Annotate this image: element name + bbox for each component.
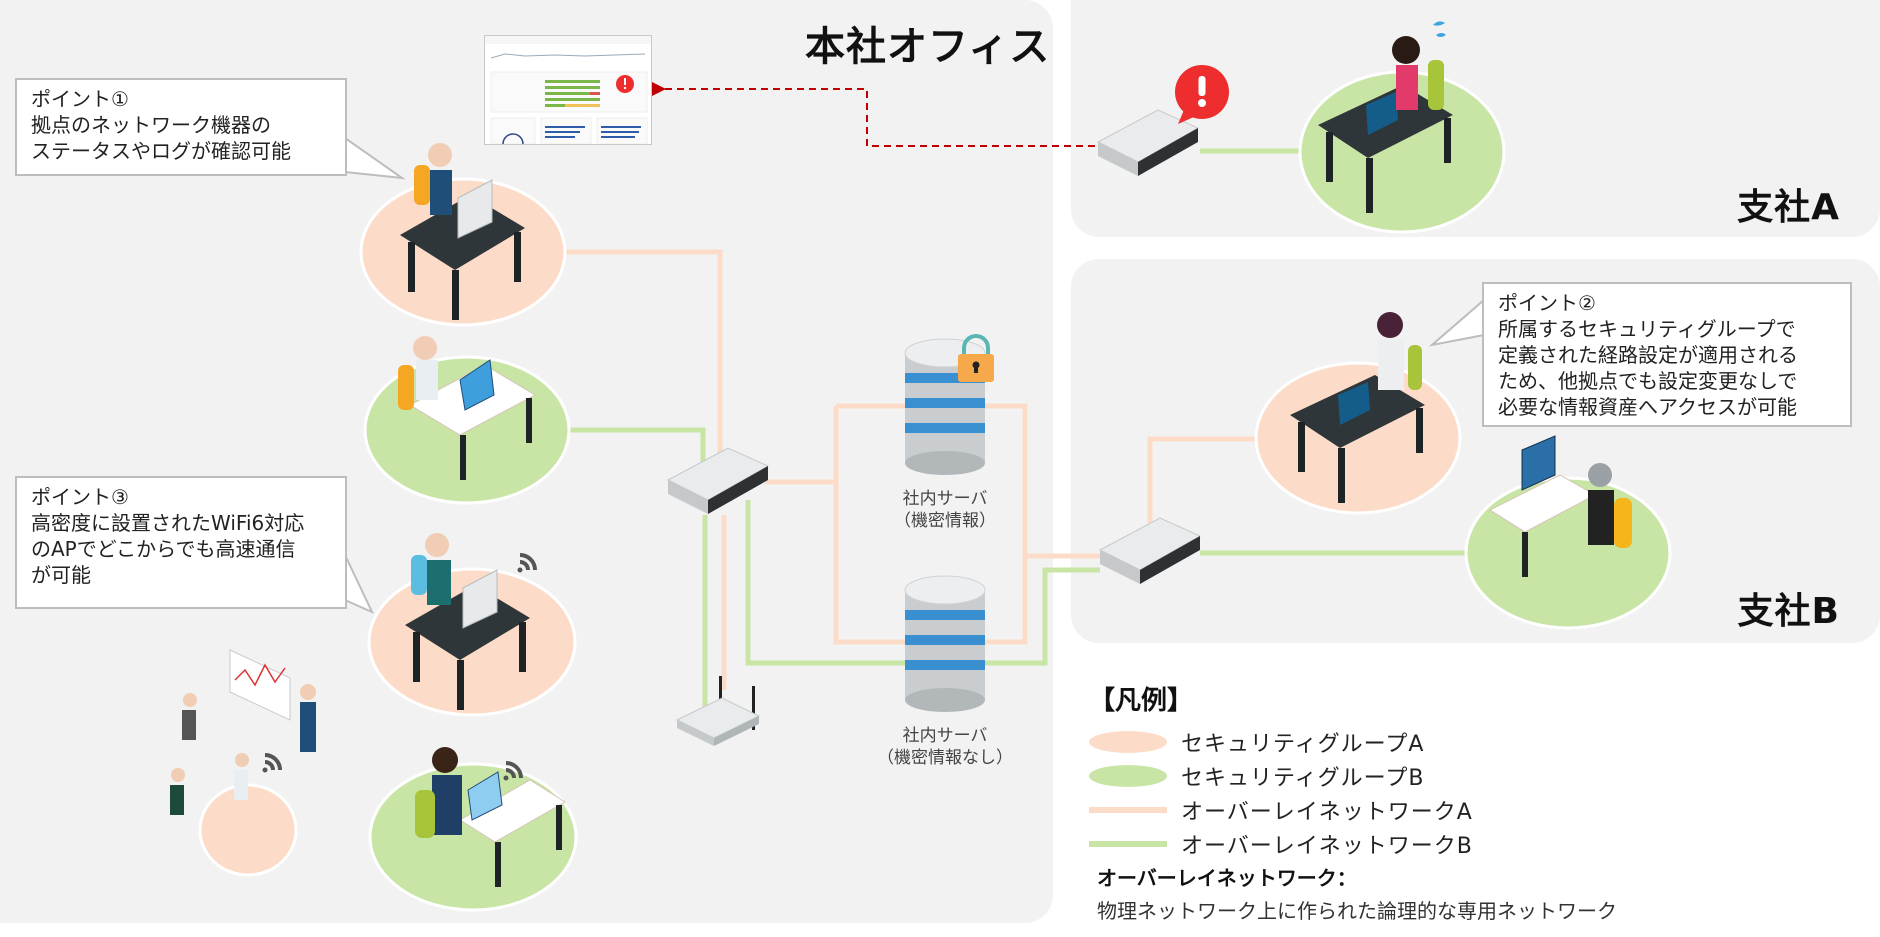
wifi-icon — [503, 761, 523, 781]
security-group-a-swatch — [1089, 731, 1167, 753]
legend-item-overlay-network-a: オーバーレイネットワークA — [1089, 793, 1473, 827]
legend-item-security-group-b: セキュリティグループB — [1089, 759, 1473, 793]
desk-branch-b-2 — [1488, 435, 1632, 577]
desk-user-1 — [400, 143, 525, 320]
overlay-a-link-branch-b-desk — [1147, 436, 1258, 530]
network-switch-icon — [1098, 517, 1202, 584]
monitoring-dashboard-thumbnail — [484, 35, 652, 145]
network-switch-icon — [666, 447, 770, 514]
callout-point-2: ポイント② 所属するセキュリティグループで 定義された経路設定が適用される ため… — [1482, 282, 1852, 427]
overlay-b-link-desk2 — [570, 427, 706, 470]
note-body: 物理ネットワーク上に作られた論理的な専用ネットワーク — [1097, 899, 1617, 923]
callout-2-tail — [1428, 297, 1485, 347]
exclamation-icon — [1175, 65, 1229, 124]
desk-branch-b-1 — [1290, 312, 1425, 503]
server-non-confidential-label: 社内サーバ （機密情報なし） — [877, 726, 1013, 768]
overlay-network-b-lines — [570, 148, 1470, 720]
database-server-icon — [904, 575, 986, 712]
overlay-network-a-swatch — [1089, 807, 1167, 813]
legend-label: オーバーレイネットワークB — [1181, 834, 1473, 859]
security-group-b-swatch — [1089, 765, 1167, 787]
padlock-icon — [958, 334, 994, 382]
legend: 【凡例】 セキュリティグループA セキュリティグループB オーバーレイネットワー… — [1089, 680, 1473, 861]
workstations — [170, 21, 1632, 887]
overlay-network-note: オーバーレイネットワーク： 物理ネットワーク上に作られた論理的な専用ネットワーク — [1097, 862, 1617, 924]
callout-point-1: ポイント① 拠点のネットワーク機器の ステータスやログが確認可能 — [15, 78, 347, 176]
legend-item-overlay-network-b: オーバーレイネットワークB — [1089, 827, 1473, 861]
alert-link-dashed — [646, 79, 1095, 147]
desk-user-2 — [398, 336, 537, 480]
legend-label: オーバーレイネットワークA — [1181, 800, 1473, 825]
overlay-b-link-server2 — [745, 500, 1100, 666]
callout-point-3: ポイント③ 高密度に設置されたWiFi6対応 のAPでどこからでも高速通信 が可… — [15, 476, 347, 609]
legend-label: セキュリティグループB — [1181, 766, 1425, 791]
callout-3-tail — [344, 554, 375, 615]
sweat-drops-icon — [1433, 21, 1446, 37]
legend-label: セキュリティグループA — [1181, 732, 1425, 757]
legend-title: 【凡例】 — [1089, 686, 1194, 716]
callout-1-tail — [344, 136, 406, 180]
server-confidential-label: 社内サーバ （機密情報） — [894, 489, 996, 531]
wireless-ap-icon — [675, 676, 761, 746]
note-title: オーバーレイネットワーク： — [1097, 866, 1357, 890]
overlay-a-link-desk1 — [565, 249, 723, 470]
desk-user-3 — [405, 533, 530, 710]
network-switch-icon — [1096, 109, 1200, 176]
legend-item-security-group-a: セキュリティグループA — [1089, 725, 1473, 759]
branch-b-title: 支社B — [1737, 591, 1840, 632]
sg-b-area-desk4 — [368, 762, 578, 912]
overlay-network-b-swatch — [1089, 841, 1167, 847]
branch-a-title: 支社A — [1737, 187, 1840, 228]
desk-branch-a — [1318, 21, 1453, 213]
main-office-title: 本社オフィス — [805, 24, 1051, 70]
wifi-icon — [517, 553, 537, 573]
meeting-group — [170, 649, 316, 815]
wifi-icons — [262, 553, 537, 781]
wifi-icon — [262, 753, 282, 773]
desk-user-4 — [415, 747, 566, 887]
